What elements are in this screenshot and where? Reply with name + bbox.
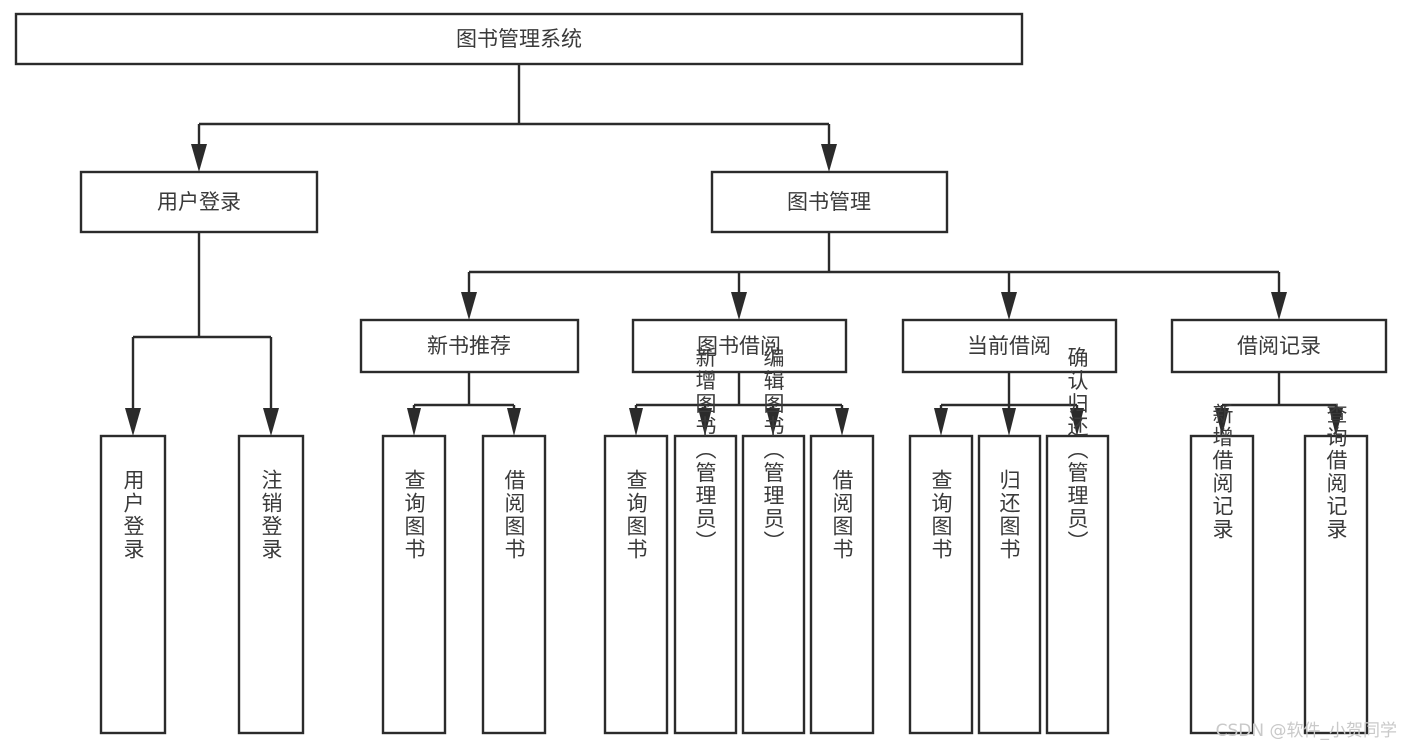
node-book-borrow-box[interactable] <box>631 318 848 374</box>
arrow-head-leaf-edit-book <box>766 408 780 436</box>
leaf-user-login-box[interactable] <box>99 434 167 735</box>
leaf-query-record[interactable]: 查询借阅记录 <box>1303 403 1369 735</box>
node-root-box[interactable] <box>14 12 1024 66</box>
leaf-logout-login-box[interactable] <box>237 434 305 735</box>
leaf-edit-book[interactable]: 编辑图书（管理员） <box>741 347 806 735</box>
leaf-borrow-book-1-box[interactable] <box>481 434 547 735</box>
node-borrow-record[interactable]: 借阅记录 <box>1170 318 1388 374</box>
arrow-head-leaf-logout-login <box>263 408 279 436</box>
leaf-query-book-2[interactable]: 查询图书 <box>603 434 669 735</box>
arrow-head-leaf-return-book <box>1002 408 1016 436</box>
leaf-user-login[interactable]: 用户登录 <box>99 434 167 735</box>
leaf-borrow-book-1[interactable]: 借阅图书 <box>481 434 547 735</box>
node-new-book-recommend-label: 新书推荐 <box>427 334 511 358</box>
leaf-add-record[interactable]: 新增借阅记录 <box>1189 403 1255 735</box>
leaf-query-record-box[interactable] <box>1303 434 1369 735</box>
node-user-login-label: 用户登录 <box>157 190 241 214</box>
arrow-head-leaf-borrow-book-1 <box>507 408 521 436</box>
node-new-book-recommend[interactable]: 新书推荐 <box>359 318 580 374</box>
leaf-return-book-label: 归还图书 <box>997 469 1021 561</box>
arrow-head-current-borrow <box>1001 292 1017 320</box>
leaf-add-record-box[interactable] <box>1189 434 1255 735</box>
node-book-manage[interactable]: 图书管理 <box>710 170 949 234</box>
node-borrow-record-box[interactable] <box>1170 318 1388 374</box>
node-book-manage-box[interactable] <box>710 170 949 234</box>
node-new-book-recommend-box[interactable] <box>359 318 580 374</box>
arrow-head-leaf-borrow-book-2 <box>835 408 849 436</box>
leaf-add-book[interactable]: 新增图书（管理员） <box>673 347 738 735</box>
leaf-edit-book-label: 编辑图书（管理员） <box>761 347 785 554</box>
leaf-edit-book-box[interactable] <box>741 434 806 735</box>
arrow-head-leaf-add-book <box>698 408 712 436</box>
leaf-return-book-box[interactable] <box>977 434 1042 735</box>
arrow-head-leaf-add-record <box>1215 408 1229 436</box>
node-current-borrow-box[interactable] <box>901 318 1118 374</box>
arrow-head-leaf-query-book-2 <box>629 408 643 436</box>
leaf-query-book-1-box[interactable] <box>381 434 447 735</box>
leaf-confirm-return-box[interactable] <box>1045 434 1110 735</box>
node-borrow-record-label: 借阅记录 <box>1237 334 1321 358</box>
connector-layer <box>125 64 1343 436</box>
node-user-login-box[interactable] <box>79 170 319 234</box>
leaf-logout-login[interactable]: 注销登录 <box>237 434 305 735</box>
node-book-borrow[interactable]: 图书借阅 <box>631 318 848 374</box>
leaf-query-book-1[interactable]: 查询图书 <box>381 434 447 735</box>
arrow-head-leaf-user-login <box>125 408 141 436</box>
leaf-borrow-book-2-label: 借阅图书 <box>830 469 854 561</box>
node-root-label: 图书管理系统 <box>456 27 582 51</box>
arrow-head-user-login <box>191 144 207 172</box>
leaf-query-book-2-label: 查询图书 <box>624 469 648 561</box>
arrow-head-book-borrow <box>731 292 747 320</box>
node-root[interactable]: 图书管理系统 <box>14 12 1024 66</box>
node-user-login[interactable]: 用户登录 <box>79 170 319 234</box>
leaf-query-book-3-box[interactable] <box>908 434 974 735</box>
node-book-borrow-label: 图书借阅 <box>697 334 781 358</box>
leaf-user-login-label: 用户登录 <box>121 469 145 561</box>
arrow-head-book-manage <box>821 144 837 172</box>
arrow-head-borrow-record <box>1271 292 1287 320</box>
leaf-query-book-3[interactable]: 查询图书 <box>908 434 974 735</box>
arrow-head-leaf-confirm-return <box>1070 408 1084 436</box>
node-book-manage-label: 图书管理 <box>787 190 871 214</box>
leaf-query-record-label: 查询借阅记录 <box>1324 403 1348 541</box>
node-current-borrow-label: 当前借阅 <box>967 334 1051 358</box>
leaf-return-book[interactable]: 归还图书 <box>977 434 1042 735</box>
leaf-borrow-book-1-label: 借阅图书 <box>502 469 526 561</box>
node-current-borrow[interactable]: 当前借阅 <box>901 318 1118 374</box>
leaf-logout-login-label: 注销登录 <box>259 469 283 561</box>
arrow-head-leaf-query-book-3 <box>934 408 948 436</box>
leaf-confirm-return-label: 确认归还（管理员） <box>1065 347 1089 554</box>
leaf-query-book-3-label: 查询图书 <box>929 469 953 561</box>
leaf-query-book-2-box[interactable] <box>603 434 669 735</box>
leaf-confirm-return[interactable]: 确认归还（管理员） <box>1045 347 1110 735</box>
arrow-head-new-book-recommend <box>461 292 477 320</box>
leaf-borrow-book-2[interactable]: 借阅图书 <box>809 434 875 735</box>
arrow-head-leaf-query-book-1 <box>407 408 421 436</box>
leaf-query-book-1-label: 查询图书 <box>402 469 426 561</box>
arrow-head-leaf-query-record <box>1329 408 1343 436</box>
leaf-add-book-box[interactable] <box>673 434 738 735</box>
leaf-add-book-label: 新增图书（管理员） <box>693 347 717 554</box>
leaf-add-record-label: 新增借阅记录 <box>1210 403 1234 541</box>
leaf-borrow-book-2-box[interactable] <box>809 434 875 735</box>
